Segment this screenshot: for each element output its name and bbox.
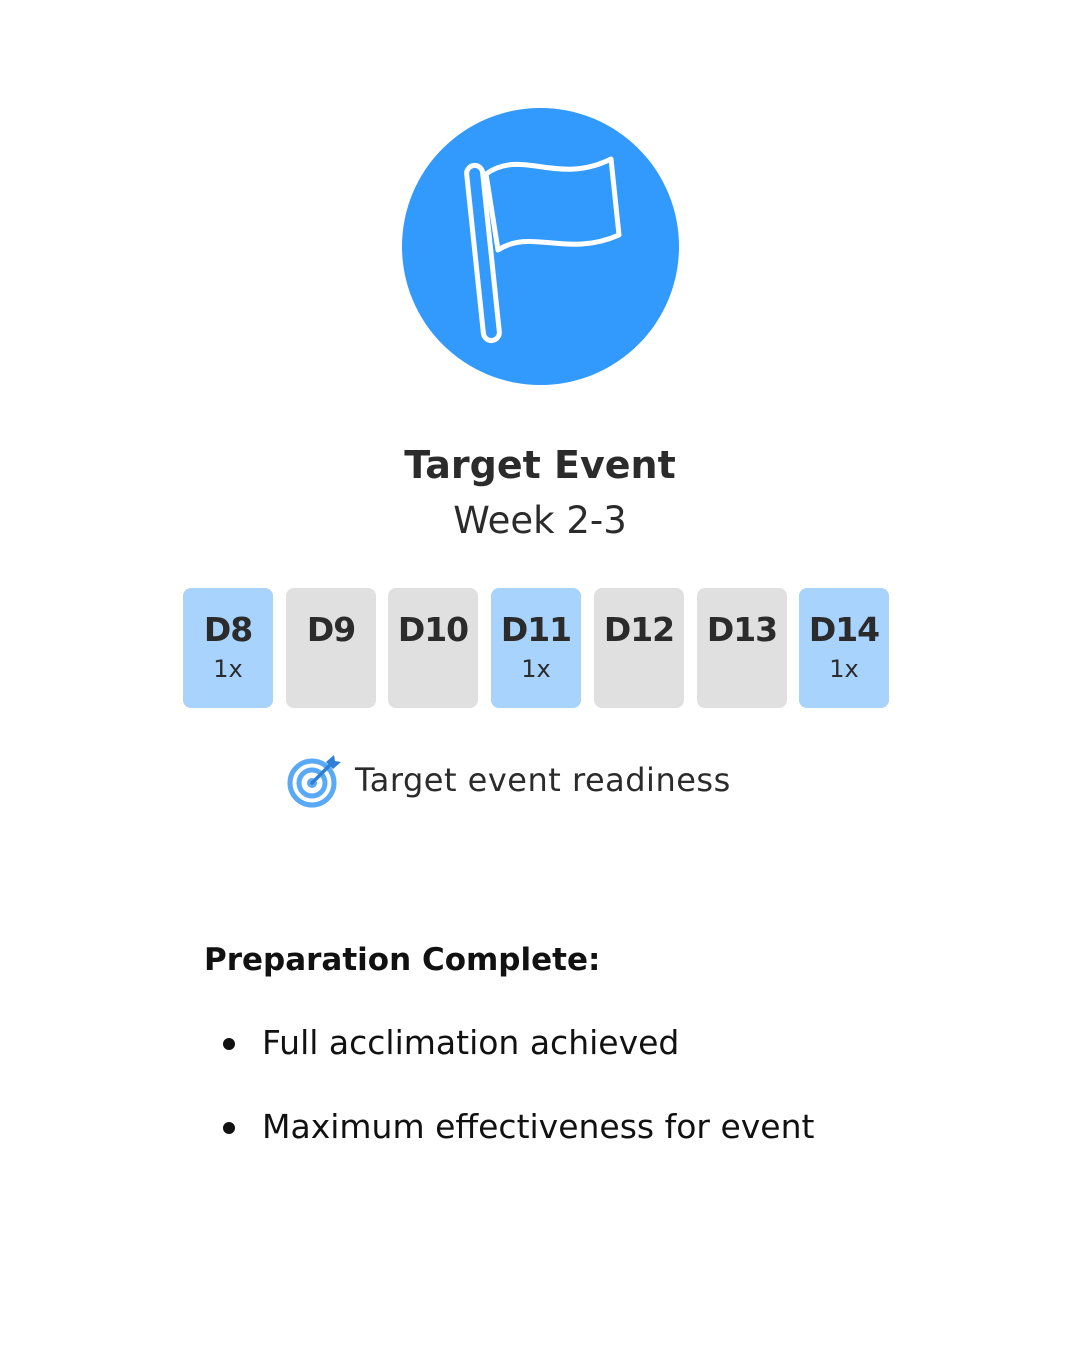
readiness-label: Target event readiness: [355, 761, 731, 799]
list-item-text: Maximum effectiveness for event: [262, 1107, 815, 1146]
page-subtitle: Week 2-3: [453, 499, 627, 542]
flag-icon: [464, 156, 622, 344]
day-tile-d9: D9: [286, 588, 376, 708]
day-frequency: 1x: [829, 655, 859, 683]
day-frequency: 1x: [521, 655, 551, 683]
page-title: Target Event: [404, 443, 676, 487]
list-item: Full acclimation achieved: [204, 1020, 814, 1104]
day-tile-d13: D13: [697, 588, 787, 708]
bullet-icon: [223, 1122, 235, 1134]
day-label: D8: [203, 610, 253, 649]
day-tile-d8: D8 1x: [183, 588, 273, 708]
day-label: D12: [603, 610, 675, 649]
day-tile-d12: D12: [594, 588, 684, 708]
bullet-icon: [223, 1038, 235, 1050]
day-label: D13: [706, 610, 778, 649]
day-label: D10: [397, 610, 469, 649]
day-tile-d11: D11 1x: [491, 588, 581, 708]
list-item: Maximum effectiveness for event: [204, 1104, 814, 1188]
preparation-heading: Preparation Complete:: [204, 942, 601, 978]
day-label: D9: [306, 610, 356, 649]
list-item-text: Full acclimation achieved: [262, 1023, 680, 1062]
day-frequency: 1x: [213, 655, 243, 683]
hero-badge: [402, 108, 679, 385]
target-icon: [287, 755, 341, 808]
day-label: D14: [808, 610, 880, 649]
day-tile-d10: D10: [388, 588, 478, 708]
preparation-list: Full acclimation achieved Maximum effect…: [204, 1020, 814, 1188]
day-tile-d14: D14 1x: [799, 588, 889, 708]
day-label: D11: [500, 610, 572, 649]
